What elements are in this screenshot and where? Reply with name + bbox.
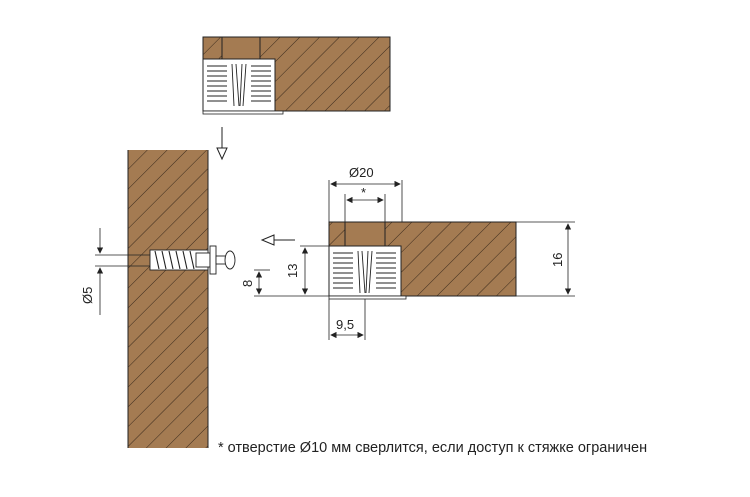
connector-bolt [149,245,236,275]
top-panel [202,36,391,115]
dim-cam-diameter: Ø20 [349,165,374,180]
dimension-lines [95,180,575,340]
shelf-panel [328,221,517,300]
dim-bolt-height: 8 [240,280,255,287]
side-panel [127,150,209,448]
dim-bolt-diameter: Ø5 [80,287,95,304]
arrow-left-icon [260,234,295,246]
dim-cam-depth: 13 [285,264,300,278]
arrow-down-icon [216,127,228,161]
dim-panel-thickness: 16 [550,253,565,267]
dim-star-mark: * [361,185,366,200]
footnote: * отверстие Ø10 мм сверлится, если досту… [218,440,648,456]
dim-offset-edge: 9,5 [336,317,354,332]
cam-housing-shelf [328,245,407,300]
cam-housing-top [202,58,284,115]
